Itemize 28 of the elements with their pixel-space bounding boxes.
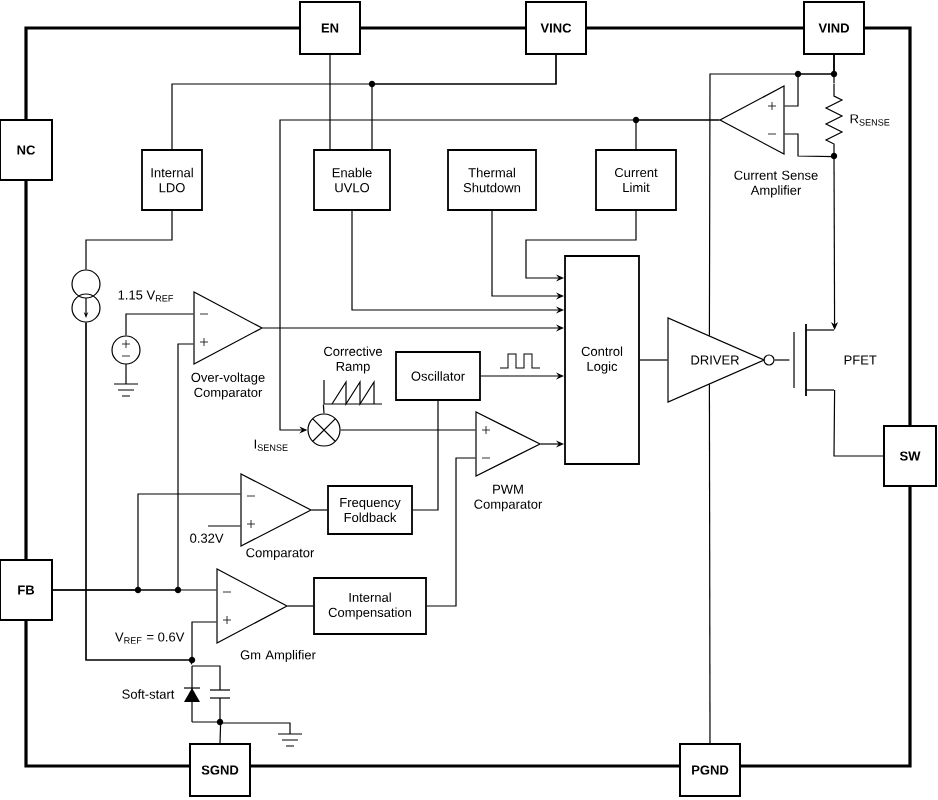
connector-line <box>322 404 325 414</box>
connector-line <box>833 389 884 457</box>
connector-line <box>784 133 835 158</box>
connector-line <box>125 313 194 336</box>
voltage-source-symbol <box>111 335 141 365</box>
connector-line <box>371 54 557 150</box>
connector-line <box>207 525 241 527</box>
connector-line <box>774 359 790 361</box>
connector-line <box>311 509 328 511</box>
connector-line <box>426 457 476 607</box>
connector-line <box>708 383 711 744</box>
connector-line <box>412 400 439 511</box>
connector-line <box>340 429 476 431</box>
connector-line <box>639 359 668 361</box>
connector-line <box>52 343 194 591</box>
resistor-symbol <box>824 83 844 160</box>
arrow <box>831 156 839 330</box>
connector-line <box>287 605 314 607</box>
ramp-waveform <box>323 379 383 407</box>
diode-capacitor-symbol <box>183 665 231 726</box>
transistor-symbol <box>793 323 835 397</box>
connector-line <box>329 54 331 150</box>
connector-line <box>708 54 835 337</box>
connector-line <box>219 723 222 744</box>
current-source-symbol <box>71 269 101 323</box>
summing-junction <box>307 413 341 447</box>
connector-line <box>85 322 193 665</box>
connector-line <box>85 210 173 270</box>
